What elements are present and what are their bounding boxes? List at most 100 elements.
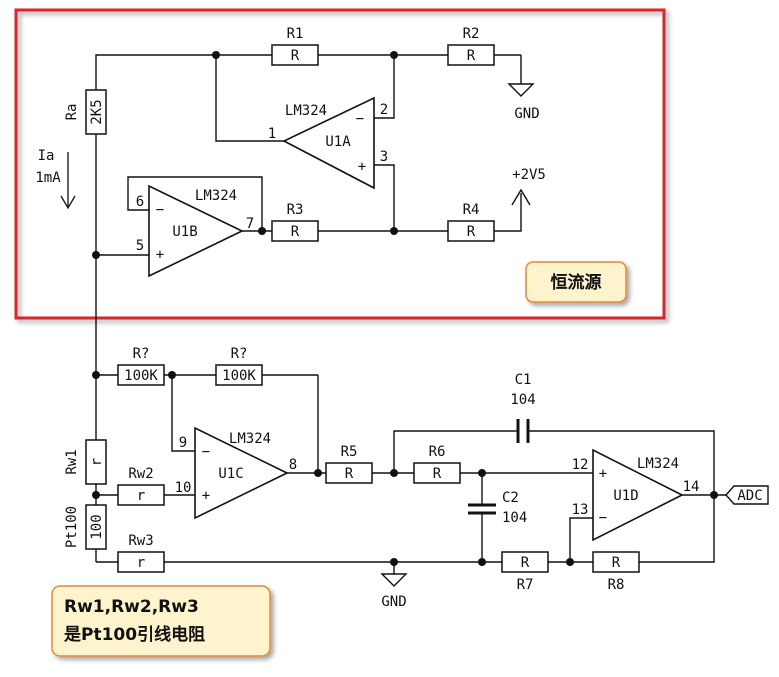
svg-text:−: − xyxy=(202,444,210,460)
svg-text:1: 1 xyxy=(268,126,276,142)
svg-text:C2: C2 xyxy=(502,490,519,506)
svg-text:−: − xyxy=(599,510,607,526)
svg-text:R8: R8 xyxy=(608,577,625,593)
svg-text:104: 104 xyxy=(502,510,527,526)
svg-text:r: r xyxy=(89,458,105,466)
svg-text:是Pt100引线电阻: 是Pt100引线电阻 xyxy=(64,624,205,645)
resistor-r7: R R7 xyxy=(501,551,549,593)
resistor-r8: R R8 xyxy=(592,551,640,593)
svg-text:8: 8 xyxy=(289,457,297,473)
svg-text:R: R xyxy=(291,48,300,64)
svg-text:R: R xyxy=(467,224,476,240)
adc-port: ADC xyxy=(725,485,769,505)
opamp-u1c: − + U1C LM324 9 10 8 xyxy=(175,426,297,520)
svg-text:100K: 100K xyxy=(222,368,256,384)
svg-text:Rw3: Rw3 xyxy=(128,533,153,549)
junction-dots xyxy=(92,51,718,566)
svg-text:1mA: 1mA xyxy=(35,170,61,186)
svg-text:−: − xyxy=(356,111,364,127)
svg-text:+: + xyxy=(358,159,366,175)
svg-text:R: R xyxy=(467,48,476,64)
svg-text:R?: R? xyxy=(133,346,150,362)
svg-text:R6: R6 xyxy=(429,444,446,460)
resistor-pt100: 100 Pt100 xyxy=(64,504,107,550)
wires-upper xyxy=(95,54,531,375)
svg-text:+: + xyxy=(202,488,210,504)
net-label-gnd-bottom: GND xyxy=(381,594,406,610)
svg-text:r: r xyxy=(137,488,145,504)
svg-text:R3: R3 xyxy=(287,202,304,218)
svg-text:R5: R5 xyxy=(341,444,358,460)
resistor-ra: 2K5 Ra xyxy=(64,89,107,135)
opamp-u1a: − + U1A LM324 1 2 3 xyxy=(268,96,388,190)
svg-text:14: 14 xyxy=(683,479,700,495)
svg-text:LM324: LM324 xyxy=(285,103,327,119)
svg-text:LM324: LM324 xyxy=(229,431,271,447)
svg-text:2K5: 2K5 xyxy=(89,99,105,124)
opamp-u1d: + − U1D LM324 12 13 14 xyxy=(572,448,700,542)
svg-text:3: 3 xyxy=(380,149,388,165)
opamp-u1b: − + U1B LM324 6 5 7 xyxy=(136,184,254,278)
resistor-r6: R R6 xyxy=(413,444,461,484)
svg-text:+: + xyxy=(156,247,164,263)
resistor-rq2: 100K R? xyxy=(215,346,263,386)
svg-text:LM324: LM324 xyxy=(637,456,679,472)
svg-text:R: R xyxy=(345,466,354,482)
svg-text:R4: R4 xyxy=(463,202,480,218)
svg-text:R: R xyxy=(433,466,442,482)
capacitor-c1: C1 104 xyxy=(510,372,536,443)
svg-text:100: 100 xyxy=(89,514,105,539)
svg-text:2: 2 xyxy=(380,102,388,118)
resistor-r2: R R2 xyxy=(447,26,495,66)
note-lead-resistance: Rw1,Rw2,Rw3 是Pt100引线电阻 xyxy=(51,585,271,657)
svg-text:Rw1: Rw1 xyxy=(64,449,80,474)
svg-text:R7: R7 xyxy=(517,577,534,593)
svg-text:9: 9 xyxy=(179,435,187,451)
svg-text:U1B: U1B xyxy=(172,224,197,240)
svg-text:r: r xyxy=(137,555,145,571)
net-label-gnd-top: GND xyxy=(514,106,539,122)
svg-text:+: + xyxy=(599,466,607,482)
svg-text:104: 104 xyxy=(510,392,535,408)
svg-text:R: R xyxy=(291,224,300,240)
resistor-r1: R R1 xyxy=(271,26,319,66)
svg-text:R: R xyxy=(521,555,530,571)
svg-text:10: 10 xyxy=(175,480,192,496)
svg-text:U1A: U1A xyxy=(325,134,351,150)
current-source-frame xyxy=(14,8,666,320)
svg-text:12: 12 xyxy=(572,457,589,473)
svg-text:LM324: LM324 xyxy=(195,188,237,204)
current-annotation: Ia 1mA xyxy=(35,148,76,210)
svg-text:恒流源: 恒流源 xyxy=(551,272,602,293)
svg-text:ADC: ADC xyxy=(737,488,762,504)
svg-text:R: R xyxy=(612,555,621,571)
svg-text:100K: 100K xyxy=(124,368,158,384)
svg-text:R2: R2 xyxy=(463,26,480,42)
svg-text:U1D: U1D xyxy=(613,488,638,504)
svg-text:Rw2: Rw2 xyxy=(128,466,153,482)
svg-text:Ia: Ia xyxy=(38,148,55,164)
svg-text:Ra: Ra xyxy=(64,104,80,121)
svg-text:13: 13 xyxy=(572,502,589,518)
resistor-rw2: r Rw2 xyxy=(117,466,165,506)
resistor-r4: R R4 xyxy=(447,202,495,242)
note-current-source: 恒流源 xyxy=(525,261,627,303)
resistor-rq1: 100K R? xyxy=(117,346,165,386)
svg-text:5: 5 xyxy=(136,238,144,254)
svg-text:R1: R1 xyxy=(287,26,304,42)
svg-text:U1C: U1C xyxy=(218,466,243,482)
capacitor-c2: C2 104 xyxy=(468,490,527,526)
svg-text:R?: R? xyxy=(231,346,248,362)
svg-text:7: 7 xyxy=(246,216,254,232)
net-label-vref: +2V5 xyxy=(512,167,546,183)
svg-text:Pt100: Pt100 xyxy=(64,506,80,548)
resistor-rw1: r Rw1 xyxy=(64,439,107,485)
svg-text:−: − xyxy=(156,202,164,218)
svg-text:6: 6 xyxy=(136,194,144,210)
gnd-symbol-top xyxy=(507,83,535,97)
resistor-r5: R R5 xyxy=(325,444,373,484)
gnd-symbol-bottom xyxy=(380,573,408,587)
resistor-rw3: r Rw3 xyxy=(117,533,165,573)
svg-text:Rw1,Rw2,Rw3: Rw1,Rw2,Rw3 xyxy=(64,597,199,617)
